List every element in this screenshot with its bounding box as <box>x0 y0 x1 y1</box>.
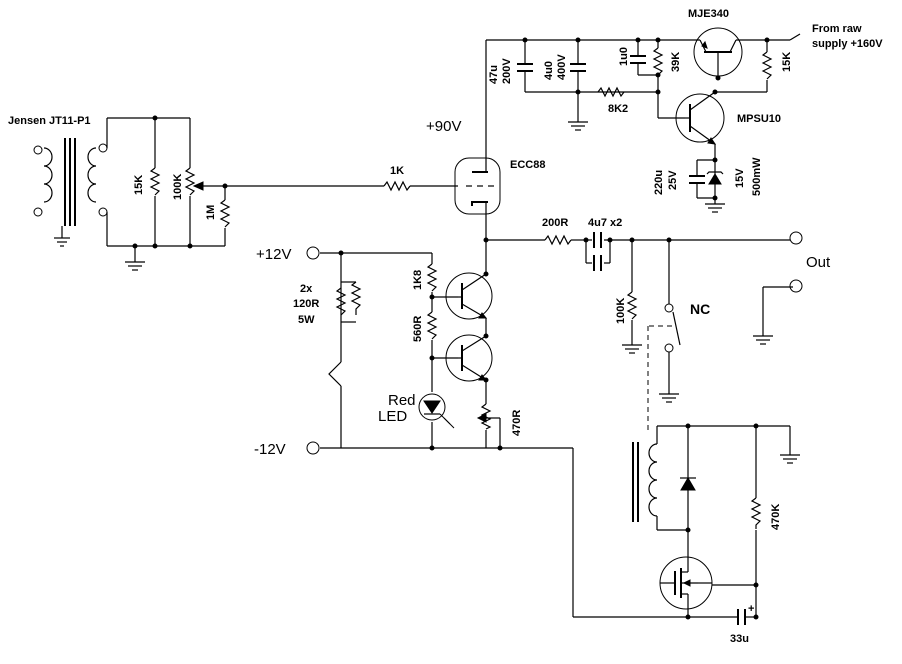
c220u-label2: 25V <box>667 170 679 190</box>
resistor-8k2 <box>597 86 625 98</box>
input-wiring <box>106 117 226 271</box>
c47u-label2: 200V <box>501 58 513 84</box>
jensen-label: Jensen JT11-P1 <box>8 115 91 127</box>
resistor-1m <box>219 199 231 228</box>
resistor-470k <box>750 497 762 529</box>
nc-label: NC <box>690 301 710 317</box>
r39k-label: 39K <box>670 52 682 72</box>
red-led <box>418 393 455 429</box>
minus12v-terminal[interactable] <box>306 441 320 455</box>
minus12v-label: -12V <box>254 441 286 458</box>
resistor-39k <box>652 47 664 76</box>
r15k-left-label: 15K <box>133 175 145 195</box>
input-transformer <box>33 138 108 247</box>
plus12v-label: +12V <box>256 246 291 263</box>
out-terminal-ground[interactable] <box>789 279 803 293</box>
tube-ecc88 <box>454 136 501 240</box>
ccs-wiring <box>320 240 738 618</box>
junction-dots <box>132 37 770 620</box>
cap-4u0 <box>570 63 586 72</box>
c4u0-label2: 400V <box>556 54 568 80</box>
r120-label3: 5W <box>298 314 315 326</box>
resistor-1k <box>383 180 411 192</box>
resistor-15k-left <box>149 167 161 196</box>
r470r-label: 470R <box>511 410 523 436</box>
z15v-label1: 15V <box>734 168 746 188</box>
from-raw-label1: From raw <box>812 23 862 35</box>
output-wiring <box>486 239 793 403</box>
ht-supply-wiring <box>485 33 801 136</box>
cap-47u <box>517 63 533 72</box>
r560-label: 560R <box>412 316 424 342</box>
resistor-200r <box>544 234 572 246</box>
caps-4u7 <box>593 232 602 271</box>
mje340-label: MJE340 <box>688 8 729 20</box>
r8k2-label: 8K2 <box>608 103 628 115</box>
r120-label1: 2x <box>300 283 313 295</box>
resistor-100k-out <box>626 291 638 320</box>
out-label: Out <box>806 254 831 271</box>
r120-label2: 120R <box>293 298 319 310</box>
led-label1: Red <box>388 392 416 409</box>
resistor-1k8 <box>426 263 438 292</box>
c33u-label: 33u <box>730 633 749 645</box>
from-raw-label2: supply +160V <box>812 38 883 50</box>
c4u7-label: 4u7 x2 <box>588 217 622 229</box>
z15v-label2: 500mW <box>751 157 763 196</box>
led-label2: LED <box>378 408 407 425</box>
r200r-label: 200R <box>542 217 568 229</box>
resistor-15k-top <box>761 51 773 80</box>
r1m-label: 1M <box>205 205 217 220</box>
relay-driver <box>632 425 800 625</box>
c220u-label1: 220u <box>653 170 665 195</box>
c33u-plus: + <box>748 603 754 615</box>
pot-100k-label: 100K <box>172 174 184 200</box>
r15k-top-label: 15K <box>781 52 793 72</box>
resistor-120r-b <box>350 281 362 315</box>
transistor-mpsu10 <box>675 91 725 160</box>
r1k-label: 1K <box>390 165 404 177</box>
c4u0-label1: 4u0 <box>543 61 555 80</box>
transistor-ccs-lower <box>445 334 493 382</box>
r470k-label: 470K <box>770 504 782 530</box>
out-terminal-hot[interactable] <box>789 231 803 245</box>
transistor-mje340 <box>693 27 743 81</box>
c1u0-label: 1u0 <box>618 47 630 66</box>
r100k-out-label: 100K <box>615 298 627 324</box>
ecc88-label: ECC88 <box>510 159 545 171</box>
mpsu10-label: MPSU10 <box>737 113 781 125</box>
plus90v-label: +90V <box>426 118 461 135</box>
relay-contact-nc <box>647 303 681 430</box>
plus12v-terminal[interactable] <box>306 246 320 260</box>
resistor-120r-a <box>335 287 347 316</box>
cap-1u0 <box>630 55 646 64</box>
r1k8-label: 1K8 <box>412 270 424 290</box>
zener-ref-network <box>689 159 725 213</box>
c47u-label1: 47u <box>488 65 500 84</box>
pot-100k <box>184 167 196 196</box>
transistor-ccs-upper <box>445 272 493 320</box>
resistor-560r <box>426 311 438 340</box>
